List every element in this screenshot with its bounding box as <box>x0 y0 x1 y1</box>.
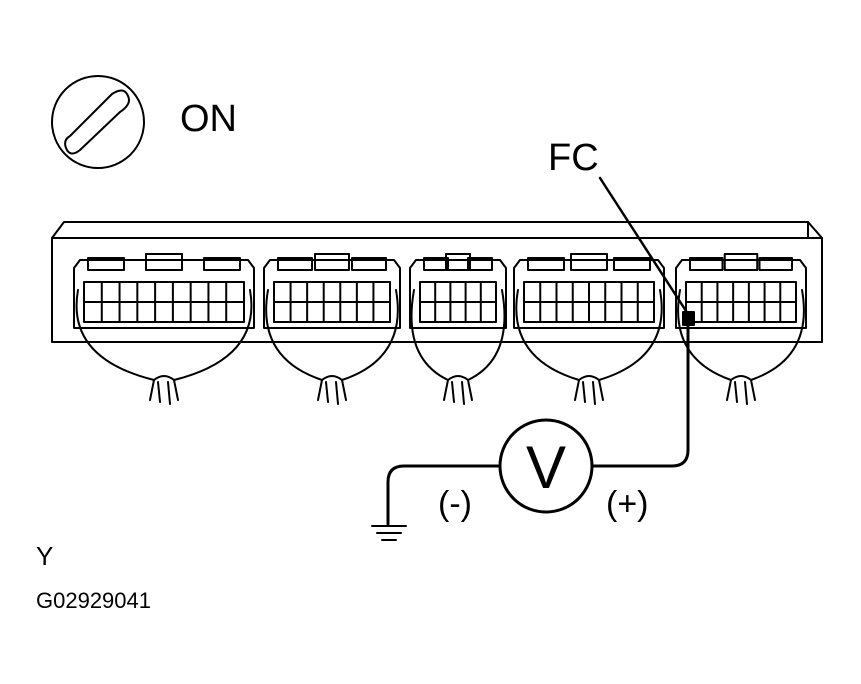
voltmeter-symbol: V <box>526 434 566 501</box>
figure-id: G02929041 <box>36 588 151 613</box>
ignition-on-label: ON <box>180 98 237 140</box>
wiring-connector <box>513 253 665 405</box>
positive-label: (+) <box>606 485 649 523</box>
fc-leader-line <box>598 176 690 316</box>
fc-terminal-pin <box>682 311 695 326</box>
connector-group <box>73 253 807 405</box>
code-letter: Y <box>36 541 53 571</box>
ignition-switch-icon <box>51 75 145 169</box>
wiring-connector <box>73 253 255 405</box>
ecu-housing <box>51 221 823 343</box>
positive-test-lead <box>590 316 690 468</box>
fc-terminal-label: FC <box>548 137 599 179</box>
wiring-connector <box>409 253 507 405</box>
wiring-connector <box>675 253 807 405</box>
negative-test-lead <box>386 464 502 526</box>
ground-icon <box>371 525 407 541</box>
negative-label: (-) <box>438 485 472 523</box>
wiring-connector <box>263 253 401 405</box>
